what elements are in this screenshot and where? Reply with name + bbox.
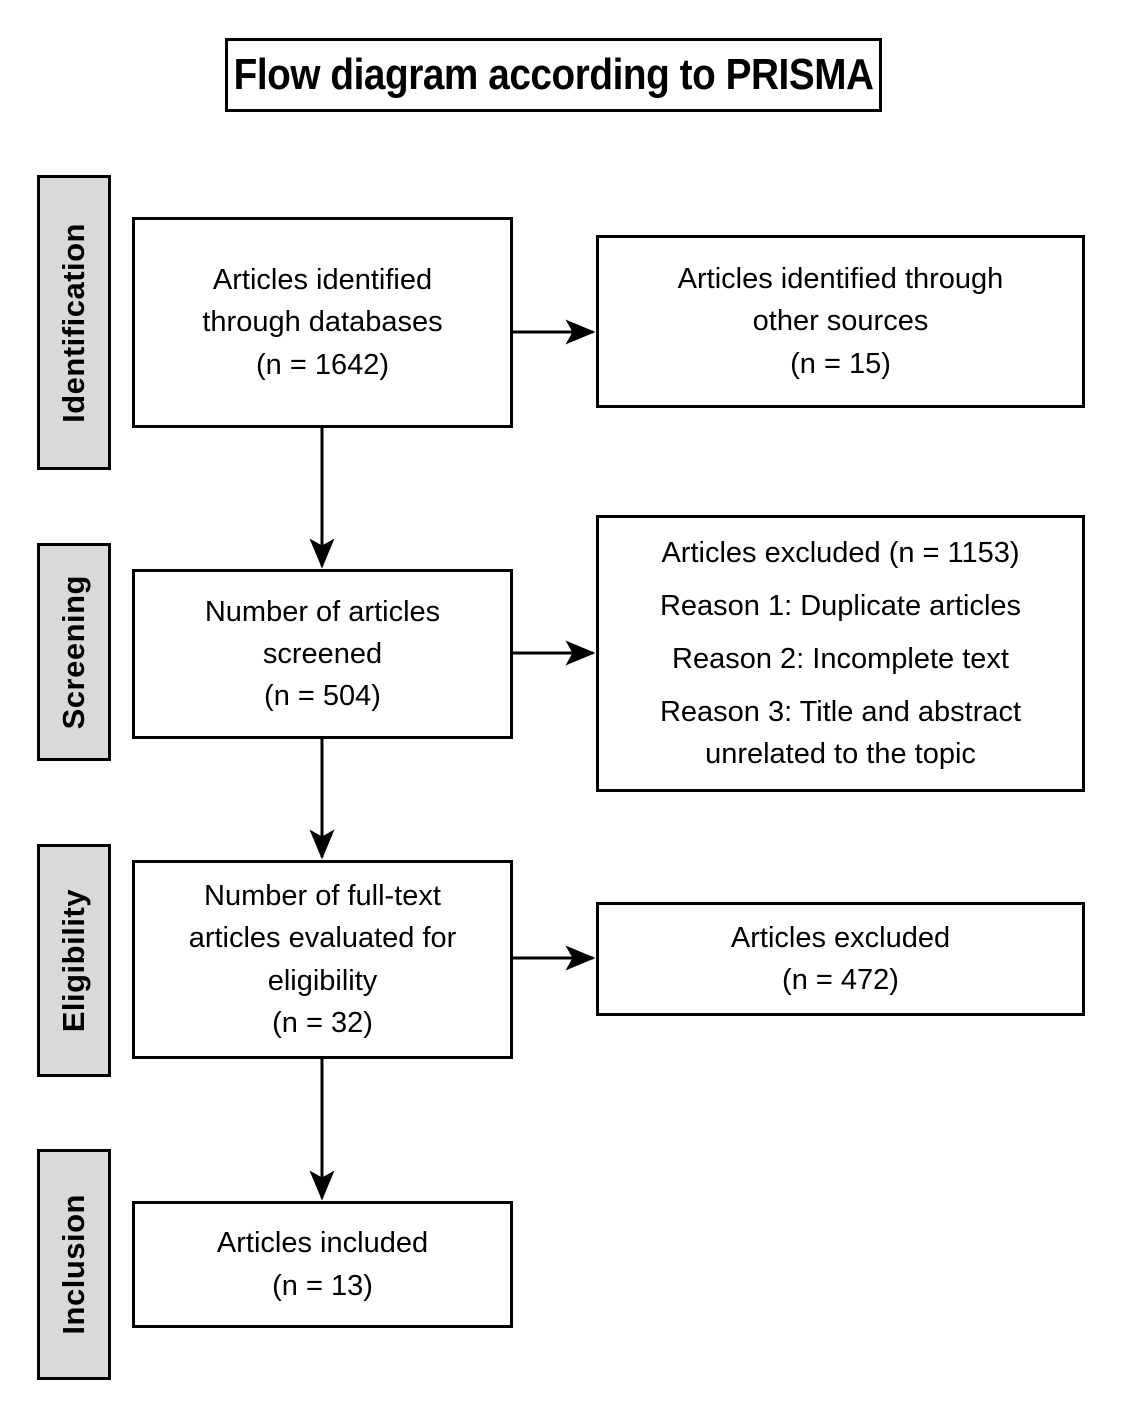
stage-label-screening: Screening [37,543,111,761]
stage-label-identification: Identification [37,175,111,470]
stage-label-identification-text: Identification [56,222,91,423]
box-articles-screened: Number of articles screened (n = 504) [132,569,513,739]
box-excluded-screening-title: Articles excluded (n = 1153) [661,536,1020,569]
box-excluded-screening: Articles excluded (n = 1153) Reason 1: D… [596,515,1085,792]
diagram-title-box: Flow diagram according to PRISMA [225,38,882,112]
box-articles-identified-databases: Articles identified through databases (n… [132,217,513,428]
diagram-title: Flow diagram according to PRISMA [233,50,874,99]
box-other-sources-text: Articles identified through other source… [677,263,1004,380]
stage-label-eligibility-text: Eligibility [56,888,91,1033]
stage-label-eligibility: Eligibility [37,844,111,1077]
box-excluded-eligibility-text: Articles excluded (n = 472) [730,921,951,996]
stage-label-inclusion: Inclusion [37,1149,111,1380]
box-excluded-reason-2: Reason 2: Incomplete text [672,642,1009,675]
box-fulltext-evaluated-text: Number of full-text articles evaluated f… [188,880,457,1039]
box-other-sources: Articles identified through other source… [596,235,1085,408]
box-articles-included-text: Articles included (n = 13) [216,1227,429,1302]
box-fulltext-evaluated: Number of full-text articles evaluated f… [132,860,513,1059]
box-articles-identified-databases-text: Articles identified through databases (n… [202,264,443,381]
stage-label-screening-text: Screening [56,574,91,730]
box-excluded-eligibility: Articles excluded (n = 472) [596,902,1085,1016]
box-articles-included: Articles included (n = 13) [132,1201,513,1328]
box-excluded-reason-3: Reason 3: Title and abstract unrelated t… [659,696,1022,771]
stage-label-inclusion-text: Inclusion [56,1194,91,1335]
box-articles-screened-text: Number of articles screened (n = 504) [204,595,441,713]
box-excluded-reason-1: Reason 1: Duplicate articles [659,589,1022,622]
